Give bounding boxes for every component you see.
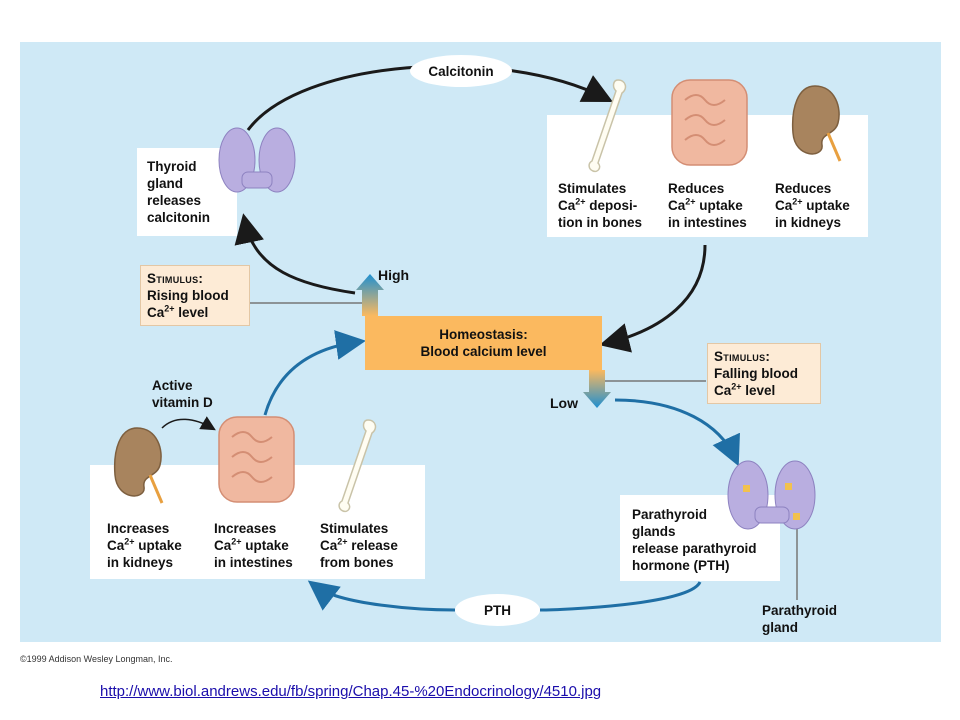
pth-to-effects-arrow — [307, 580, 456, 612]
stimulus-falling-caption: Stimulus: — [714, 349, 771, 364]
thyroid-label: Thyroid gland releases calcitonin — [147, 159, 211, 225]
thyroid-gland-icon — [218, 127, 296, 193]
parathyroid-gland-icon — [727, 460, 816, 530]
kidney-icon-bottom — [113, 427, 164, 504]
effects-to-homeostasis-arrow — [599, 244, 707, 353]
source-link[interactable]: http://www.biol.andrews.edu/fb/spring/Ch… — [100, 683, 602, 700]
stimulus-rising-box: Stimulus: Rising blood Ca2+ level — [140, 265, 250, 326]
bone-icon-bottom — [338, 419, 377, 513]
copyright-credit: ©1999 Addison Wesley Longman, Inc. — [20, 654, 173, 664]
bone-icon — [588, 79, 627, 173]
high-arrow-icon — [356, 274, 384, 316]
parathyroid-gland-label: Parathyroid gland — [762, 603, 838, 635]
stimulus-falling-box: Stimulus: Falling blood Ca2+ level — [707, 343, 821, 404]
vitamin-d-arrow — [161, 416, 216, 431]
calcitonin-oval: Calcitonin — [410, 55, 512, 87]
low-arrow-icon — [583, 370, 611, 408]
parathyroid-label: Parathyroid glands release parathyroid h… — [632, 507, 757, 573]
homeostasis-title: Homeostasis: — [439, 327, 528, 342]
high-label: High — [378, 267, 410, 283]
calcitonin-arrow — [246, 64, 614, 131]
pth-oval: PTH — [455, 594, 540, 626]
effects-to-homeostasis-blue-arrow — [263, 330, 366, 416]
stimulus-rising-caption: Stimulus: — [147, 271, 204, 286]
high-to-thyroid-arrow — [234, 213, 356, 295]
parathyroid-to-pth-line — [539, 581, 702, 612]
intestines-icon — [671, 79, 748, 166]
low-label: Low — [550, 395, 578, 411]
intestines-icon-bottom — [218, 416, 295, 503]
homeostasis-subtitle: Blood calcium level — [420, 344, 547, 359]
vitamin-d-label: Active vitamin D — [152, 378, 213, 410]
low-to-parathyroid-arrow — [614, 398, 740, 467]
kidney-icon — [791, 85, 842, 162]
homeostasis-box: Homeostasis: Blood calcium level — [365, 316, 602, 370]
